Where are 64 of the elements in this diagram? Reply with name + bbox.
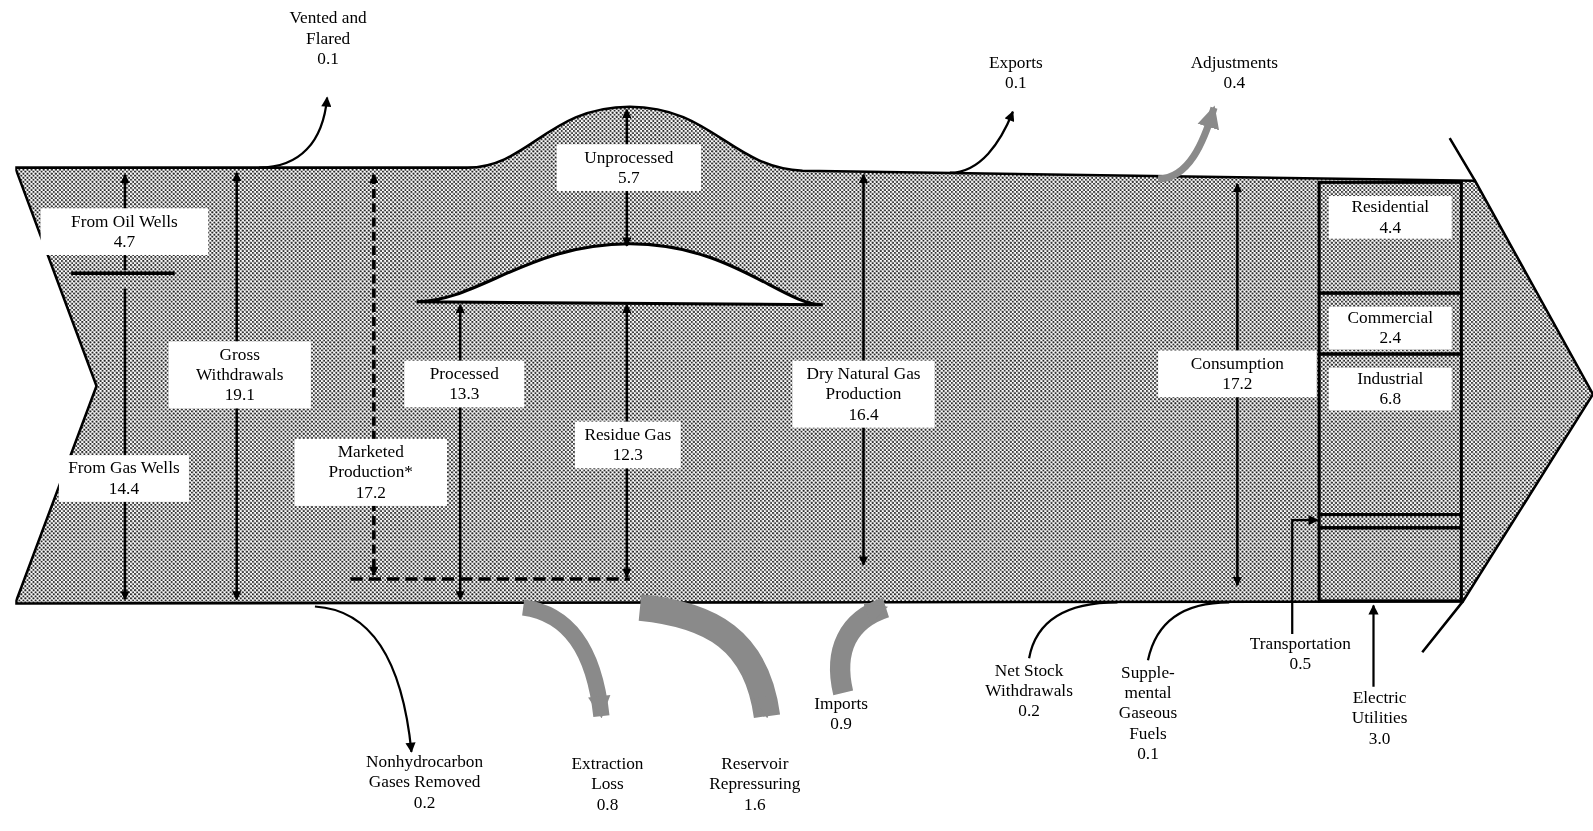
flow-label-box [404, 360, 525, 408]
flow-name: Commercial [1346, 307, 1434, 329]
flow-name: Processed [428, 363, 500, 385]
arrow [1291, 515, 1319, 634]
flow-name: Consumption [1189, 353, 1285, 374]
flow-arrow [1157, 105, 1219, 183]
flow-label-box [168, 341, 311, 409]
arrow [949, 110, 1014, 174]
flow-name: Supple- mental Gaseous Fuels [1117, 662, 1179, 744]
flow-name: Transportation [1248, 633, 1352, 655]
flow-value: 4.4 [1378, 217, 1403, 238]
flow-value: 13.3 [448, 384, 481, 405]
flow-name: Extraction Loss [570, 753, 645, 795]
flow-value: 14.4 [107, 478, 141, 499]
flow-label-box [294, 438, 447, 507]
flow-name: Industrial [1356, 368, 1425, 390]
flow-value: 0.2 [412, 792, 437, 813]
flow-name: Net Stock Withdrawals [984, 660, 1074, 702]
flow-name: From Gas Wells [68, 458, 180, 479]
flow-name: Nonhydrocarbon Gases Removed [365, 751, 485, 793]
flow-value: 0.9 [829, 714, 853, 735]
flow-value: 0.5 [1288, 654, 1313, 675]
flow-value: 17.2 [1221, 373, 1254, 395]
flow-name: Residue Gas [584, 424, 672, 445]
flow-name: Adjustments [1189, 52, 1279, 74]
flow-arrow [521, 599, 610, 719]
flow-label-box [556, 144, 701, 192]
flow-name: Residential [1350, 197, 1431, 218]
flow-name: Unprocessed [583, 147, 675, 168]
flow-value: 19.1 [223, 385, 256, 406]
flow-name: Imports [813, 693, 869, 715]
flow-value: 0.8 [595, 794, 620, 815]
arrow [1368, 604, 1379, 687]
flow-value: 6.8 [1378, 389, 1403, 410]
flow-name: From Oil Wells [70, 211, 179, 232]
flow-name: Gross Withdrawals [194, 344, 285, 386]
flow-value: 1.6 [743, 794, 767, 815]
flow-name: Reservoir Repressuring [708, 753, 802, 795]
flow-value: 0.1 [316, 48, 340, 70]
flow-value: 5.7 [617, 167, 641, 189]
flow-name: Vented and Flared [288, 8, 368, 49]
flow-label-box [1158, 350, 1317, 398]
flow-value: 0.2 [1017, 701, 1041, 722]
flow-name: Marketed Production* [327, 441, 414, 483]
flow-value: 17.2 [354, 482, 387, 503]
flow-label-box [792, 360, 935, 428]
flow-name: Electric Utilities [1350, 687, 1409, 729]
flow-value: 0.1 [1004, 73, 1028, 94]
flow-label-box [575, 421, 681, 469]
flow-arrow [638, 594, 780, 719]
flow-name: Dry Natural Gas Production [805, 363, 922, 405]
flow-value: 0.1 [1136, 743, 1160, 765]
flow-label-box [58, 455, 189, 502]
arrow [259, 96, 331, 169]
arrow [314, 605, 416, 753]
flow-value: 2.4 [1378, 328, 1403, 349]
flow-value: 4.7 [112, 231, 137, 253]
flow-value: 12.3 [611, 445, 644, 466]
flow-value: 16.4 [847, 404, 880, 425]
flow-value: 3.0 [1367, 728, 1392, 749]
flow-name: Exports [988, 52, 1044, 74]
utility-strip [1317, 526, 1463, 603]
flow-label-box [40, 208, 209, 256]
flow-value: 0.4 [1222, 73, 1247, 94]
